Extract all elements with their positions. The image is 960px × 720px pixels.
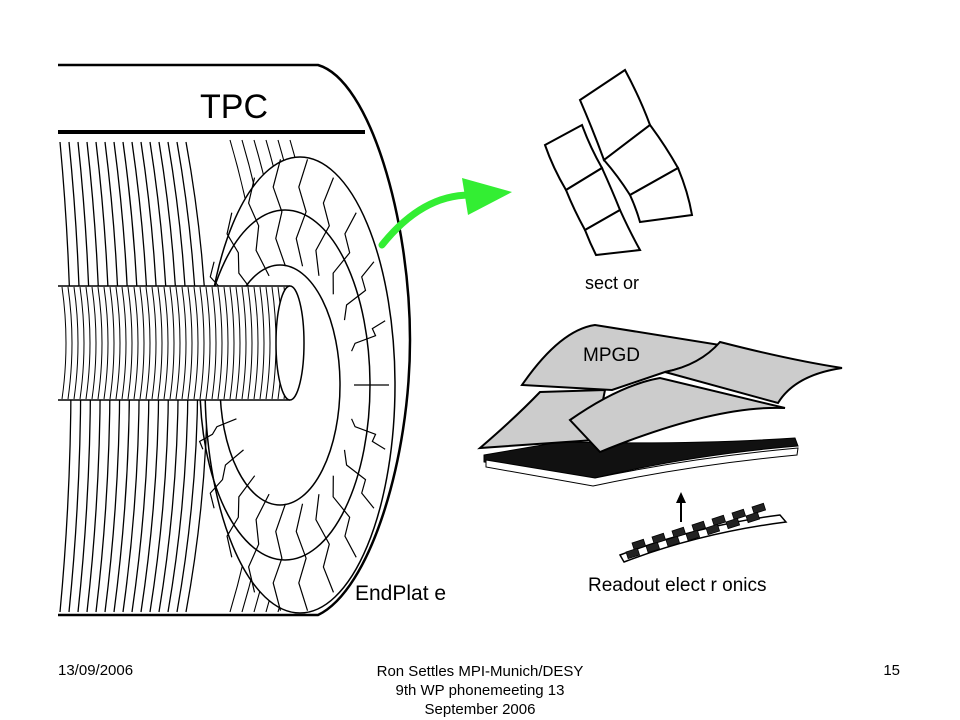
inner-stripe (61, 286, 67, 400)
inner-stripe (235, 286, 241, 400)
inner-stripe (223, 286, 229, 400)
sector-boundary (343, 261, 375, 321)
sector-boundary (343, 449, 375, 509)
green-arrow-head (462, 178, 512, 215)
inner-stripe (187, 286, 193, 400)
inner-stripe (199, 286, 205, 400)
sector-cell (583, 208, 642, 257)
sector-boundary (332, 212, 357, 295)
inner-stripe (205, 286, 211, 400)
inner-stripe (157, 286, 163, 400)
readout-chip (671, 526, 687, 539)
sector-cell (628, 166, 694, 224)
mpgd-stack (477, 323, 843, 487)
mpgd-electronics-layer (483, 437, 799, 479)
inner-stripe (241, 286, 247, 400)
sector-boundary (247, 177, 270, 277)
inner-stripe (79, 286, 85, 400)
sector-boundary (226, 212, 256, 295)
footer-date: 13/09/2006 (58, 662, 134, 679)
endplate-label: EndPlat e (355, 582, 446, 605)
inner-stripe (73, 286, 79, 400)
sector-module (543, 68, 694, 257)
sector-boundary (351, 320, 386, 352)
inner-stripe (181, 286, 187, 400)
endplate-sector-lines (196, 159, 389, 611)
inner-cylinder-end (275, 285, 305, 401)
inner-stripe (169, 286, 175, 400)
inner-stripe (229, 286, 235, 400)
sector-boundary (351, 418, 386, 450)
readout-chip (685, 529, 701, 542)
inner-stripe (145, 286, 151, 400)
green-arrow (378, 178, 512, 249)
inner-stripe (67, 286, 73, 400)
mpgd-pad (477, 388, 607, 450)
readout-arrow (676, 492, 686, 522)
readout-electronics-strip (618, 502, 788, 563)
inner-stripe (91, 286, 97, 400)
readout-chip (625, 547, 641, 560)
inner-stripe (259, 286, 265, 400)
sector-boundary (247, 493, 270, 593)
tpc-diagram: TPC EndPlat e sect or MPGD (58, 63, 843, 617)
readout-chip (745, 511, 761, 524)
inner-stripe (133, 286, 139, 400)
inner-cylinder (58, 285, 305, 401)
inner-stripe (127, 286, 133, 400)
sector-boundary (209, 449, 244, 509)
sector-boundary (295, 159, 309, 267)
readout-chip (651, 532, 667, 545)
readout-chip (691, 520, 707, 533)
inner-stripe (247, 286, 253, 400)
readout-chip (731, 508, 747, 521)
sector-boundary (198, 418, 237, 450)
inner-stripe (193, 286, 199, 400)
sector-boundary (295, 503, 309, 611)
mpgd-label: MPGD (583, 345, 640, 366)
sector-boundary (315, 177, 335, 276)
inner-stripe (151, 286, 157, 400)
mpgd-backing-layer (485, 447, 799, 487)
sector-label: sect or (585, 273, 639, 293)
mpgd-pad (664, 340, 843, 405)
readout-chip (665, 535, 681, 548)
footer-presenter-line: Ron Settles MPI-Munich/DESY (376, 663, 584, 680)
readout-chip (705, 523, 721, 536)
inner-stripe (211, 286, 217, 400)
inner-stripe (265, 286, 271, 400)
inner-stripe (253, 286, 259, 400)
tpc-label: TPC (200, 88, 268, 126)
inner-stripe (103, 286, 109, 400)
inner-stripe (175, 286, 181, 400)
mpgd-pad (568, 376, 786, 454)
readout-chip (725, 517, 741, 530)
footer-meeting-date-line: September 2006 (424, 701, 536, 718)
inner-stripe (97, 286, 103, 400)
sector-boundary (315, 494, 335, 593)
readout-chip (631, 538, 647, 551)
sector-boundary (272, 503, 287, 611)
inner-stripe (115, 286, 121, 400)
inner-stripe (217, 286, 223, 400)
green-arrow-shaft (378, 191, 474, 249)
inner-stripe (109, 286, 115, 400)
sector-boundary (272, 159, 287, 267)
readout-electronics-label: Readout elect r onics (588, 575, 767, 596)
inner-stripe (85, 286, 91, 400)
inner-stripe (163, 286, 169, 400)
footer-presenter: Ron Settles MPI-Munich/DESY 9th WP phone… (300, 662, 660, 719)
readout-chip (751, 502, 767, 515)
readout-chip (645, 541, 661, 554)
sector-boundary (226, 475, 256, 558)
readout-chip (711, 514, 727, 527)
sector-boundary (332, 475, 357, 558)
inner-stripe (139, 286, 145, 400)
page-number: 15 (883, 662, 900, 679)
readout-chips (625, 502, 767, 560)
inner-stripe (121, 286, 127, 400)
footer-meeting-line: 9th WP phonemeeting 13 (395, 682, 565, 699)
